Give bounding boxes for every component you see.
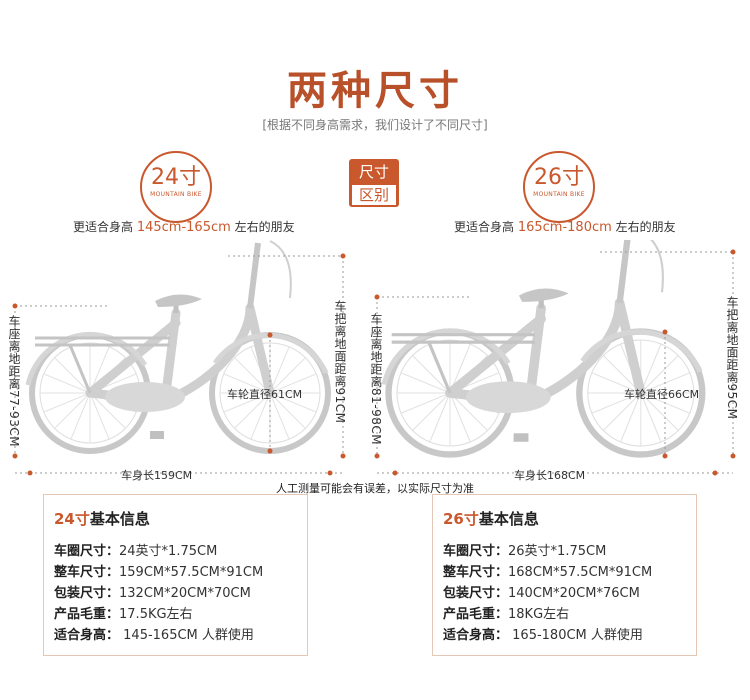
page-title: 两种尺寸 xyxy=(287,67,463,114)
left-suit-suffix: 左右的朋友 xyxy=(234,220,295,234)
badge-24: 24寸 MOUNTAIN BIKE xyxy=(140,151,212,223)
right-seat-height-label: 车座离地距离81-98CM xyxy=(369,313,383,446)
size-compare-tag: 尺寸 区别 xyxy=(349,159,399,207)
left-seat-height-label: 车座离地距离77-93CM xyxy=(7,315,21,448)
measurement-note: 人工测量可能会有误差，以实际尺寸为准 xyxy=(276,482,474,495)
right-length-label: 车身长168CM xyxy=(514,469,586,482)
spec-key: 适合身高： xyxy=(54,628,120,643)
badge-26-size: 26寸 xyxy=(534,165,584,190)
spec-value: 18KG左右 xyxy=(508,607,570,622)
spec-row: 产品毛重：17.5KG左右 xyxy=(54,604,263,625)
info-card-26-heading: 基本信息 xyxy=(478,510,539,528)
size-compare-tag-line2: 区别 xyxy=(352,185,396,205)
spec-value: 165-180CM 人群使用 xyxy=(508,628,643,643)
right-suit-range: 165cm-180cm xyxy=(517,220,612,235)
spec-key: 产品毛重： xyxy=(443,607,509,622)
bike-26 xyxy=(384,240,702,454)
spec-row: 车圈尺寸：24英寸*1.75CM xyxy=(54,541,263,562)
spec-value: 140CM*20CM*76CM xyxy=(508,586,640,601)
left-suit-range: 145cm-165cm xyxy=(136,220,231,235)
info-card-24-title: 24寸基本信息 xyxy=(54,508,150,529)
spec-row: 适合身高： 145-165CM 人群使用 xyxy=(54,625,263,646)
spec-key: 包装尺寸： xyxy=(443,586,509,601)
left-dimension-dots xyxy=(12,253,346,476)
spec-key: 车圈尺寸： xyxy=(443,544,509,559)
left-dimension-lines xyxy=(14,255,344,474)
bicycles-illustration xyxy=(12,240,736,476)
right-suit-prefix: 更适合身高 xyxy=(454,220,515,234)
spec-key: 整车尺寸： xyxy=(54,565,120,580)
spec-value: 26英寸*1.75CM xyxy=(508,544,607,559)
info-card-24-rows: 车圈尺寸：24英寸*1.75CM 整车尺寸：159CM*57.5CM*91CM … xyxy=(54,541,263,646)
info-card-24: 24寸基本信息 车圈尺寸：24英寸*1.75CM 整车尺寸：159CM*57.5… xyxy=(43,494,308,656)
badge-26: 26寸 MOUNTAIN BIKE xyxy=(523,151,595,223)
right-suit-text: 更适合身高 165cm-180cm 左右的朋友 xyxy=(454,218,676,235)
info-card-26-title: 26寸基本信息 xyxy=(443,508,539,529)
spec-key: 包装尺寸： xyxy=(54,586,120,601)
spec-key: 产品毛重： xyxy=(54,607,120,622)
left-suit-text: 更适合身高 145cm-165cm 左右的朋友 xyxy=(73,218,295,235)
left-length-label: 车身长159CM xyxy=(121,469,193,482)
info-card-26-size: 26寸 xyxy=(443,510,479,528)
right-suit-suffix: 左右的朋友 xyxy=(615,220,676,234)
spec-value: 132CM*20CM*70CM xyxy=(119,586,251,601)
spec-key: 整车尺寸： xyxy=(443,565,509,580)
spec-row: 包装尺寸：140CM*20CM*76CM xyxy=(443,583,652,604)
spec-value: 168CM*57.5CM*91CM xyxy=(508,565,653,580)
spec-row: 整车尺寸：168CM*57.5CM*91CM xyxy=(443,562,652,583)
left-suit-prefix: 更适合身高 xyxy=(73,220,134,234)
spec-key: 车圈尺寸： xyxy=(54,544,120,559)
spec-value: 159CM*57.5CM*91CM xyxy=(119,565,264,580)
spec-row: 适合身高： 165-180CM 人群使用 xyxy=(443,625,652,646)
info-card-24-size: 24寸 xyxy=(54,510,90,528)
left-handle-height-label: 车把离地面距离91CM xyxy=(333,300,347,424)
info-card-26-rows: 车圈尺寸：26英寸*1.75CM 整车尺寸：168CM*57.5CM*91CM … xyxy=(443,541,652,646)
right-wheel-label: 车轮直径66CM xyxy=(624,388,700,401)
spec-row: 车圈尺寸：26英寸*1.75CM xyxy=(443,541,652,562)
right-handle-height-label: 车把离地面距离95CM xyxy=(725,296,739,420)
spec-value: 145-165CM 人群使用 xyxy=(119,628,254,643)
right-dimension-lines xyxy=(376,251,734,474)
page-subtitle: [根据不同身高需求，我们设计了不同尺寸] xyxy=(262,118,488,132)
bike-24 xyxy=(28,240,328,451)
spec-row: 产品毛重：18KG左右 xyxy=(443,604,652,625)
info-card-26: 26寸基本信息 车圈尺寸：26英寸*1.75CM 整车尺寸：168CM*57.5… xyxy=(432,494,697,656)
size-compare-tag-line1: 尺寸 xyxy=(358,163,389,181)
spec-row: 包装尺寸：132CM*20CM*70CM xyxy=(54,583,263,604)
info-card-24-heading: 基本信息 xyxy=(89,510,150,528)
spec-key: 适合身高： xyxy=(443,628,509,643)
badge-26-sub: MOUNTAIN BIKE xyxy=(533,191,585,198)
spec-value: 17.5KG左右 xyxy=(119,607,193,622)
left-wheel-label: 车轮直径61CM xyxy=(227,388,303,401)
badge-24-size: 24寸 xyxy=(151,165,201,190)
spec-row: 整车尺寸：159CM*57.5CM*91CM xyxy=(54,562,263,583)
spec-value: 24英寸*1.75CM xyxy=(119,544,218,559)
badge-24-sub: MOUNTAIN BIKE xyxy=(150,191,202,198)
right-dimension-dots xyxy=(374,249,736,476)
